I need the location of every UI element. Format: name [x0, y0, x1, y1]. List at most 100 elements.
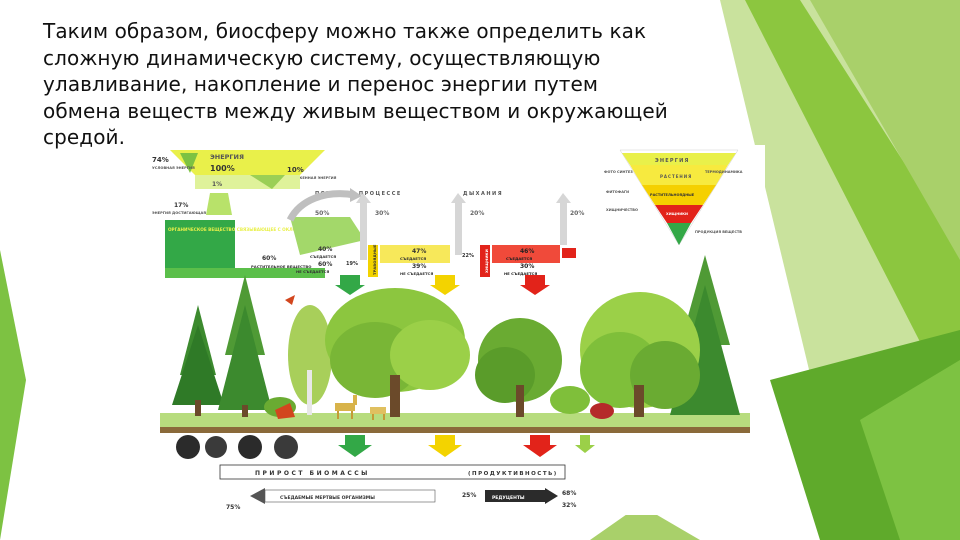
- deco-triangle-mid: [745, 0, 960, 420]
- loss-arrow-50: [286, 190, 356, 222]
- energy-top-band: [170, 150, 325, 175]
- reducers-label: РЕДУЦЕНТЫ: [492, 495, 525, 501]
- paragraph-line: сложную динамическую систему, осуществля…: [43, 45, 601, 70]
- pred-side-label: ХИЩНИКИ: [484, 249, 489, 273]
- bottom-pct-75: 75%: [226, 504, 240, 511]
- herb-not-eaten: НЕ СЪЕДАЕТСЯ: [400, 271, 433, 276]
- biosphere-energy-figure: ЭНЕРГИЯ 100% 74% УСЛОВНАЯ ЭНЕРГИЯ 10% ОТ…: [150, 145, 765, 515]
- pred-tail-box: [562, 248, 576, 258]
- plant-pct-60b: 60%: [318, 261, 332, 268]
- bottom-pct-25: 25%: [462, 492, 476, 499]
- pred-pct-46: 46%: [520, 248, 534, 255]
- pyramid-level-1: [630, 165, 728, 185]
- pred-eaten: СЪЕДАЕТСЯ: [506, 256, 532, 261]
- loss-50: 50%: [315, 210, 329, 217]
- plant-eaten: СЪЕДАЕТСЯ: [310, 254, 336, 259]
- deco-triangle-accent: [860, 360, 960, 540]
- plant-caption: РАСТИТЕЛЬНОЕ ВЕЩЕСТВО: [251, 264, 312, 269]
- deco-left-sliver: [0, 250, 26, 540]
- organic-matter-box: [165, 220, 235, 268]
- pyramid-level-2: [642, 185, 716, 205]
- energy-left-notch: [180, 153, 198, 173]
- pyramid-level-1-label: РАСТЕНИЯ: [660, 174, 692, 179]
- energy-left-caption: УСЛОВНАЯ ЭНЕРГИЯ: [152, 166, 195, 170]
- loss-column-20b: [560, 200, 567, 245]
- soil-organisms: [176, 435, 298, 459]
- loss-arrowhead-50: [350, 188, 362, 202]
- pyramid-right-1: ТЕРМОДИНАМИКА: [705, 170, 743, 174]
- pred-down-arrow: [520, 275, 550, 295]
- pred-side-bar: [480, 245, 490, 277]
- reducers-box: [485, 490, 545, 502]
- pred-pct-30: 30%: [520, 263, 534, 270]
- loss-arrowhead-20a: [451, 193, 466, 203]
- plant-down-arrow: [335, 275, 365, 295]
- herb-side-label: ТРАВОЯДНЫЕ: [372, 244, 377, 275]
- organic-matter-label: ОРГАНИЧЕСКОЕ ВЕЩЕСТВО СВЯЗЫВАЮЩЕЕ С ОКЛО…: [168, 227, 340, 232]
- pred-not-eaten: НЕ СЪЕДАЕТСЯ: [504, 271, 537, 276]
- energy-mid-band: [195, 175, 300, 189]
- tree-birch: [288, 305, 332, 415]
- energy-total-pct: 100%: [210, 164, 235, 173]
- tree-conifer-tall: [218, 275, 272, 417]
- dead-organisms-arrowhead: [250, 488, 265, 504]
- paragraph-line: Таким образом, биосферу можно также опре…: [43, 19, 647, 43]
- deco-bottom-triangle: [590, 505, 700, 540]
- productivity-label: (ПРОДУКТИВНОСТЬ): [468, 471, 558, 477]
- paragraph-line: обмена веществ между живым веществом и о…: [43, 98, 668, 123]
- growth-arrow-small: [575, 435, 595, 453]
- herb-pct-19: 19%: [346, 261, 358, 267]
- pyramid-level-3: [655, 205, 703, 223]
- energy-right-pct: 10%: [287, 166, 304, 174]
- loss-column-30: [360, 200, 367, 260]
- tree-deciduous-center: [325, 288, 470, 417]
- body-paragraph: Таким образом, биосферу можно также опре…: [43, 18, 703, 151]
- pyramid-title: ЭНЕРГИЯ: [655, 158, 690, 164]
- herb-side-bar: [368, 245, 378, 277]
- pyramid-title-band: [622, 153, 736, 165]
- losses-header-2: ДЫХАНИЯ: [463, 191, 503, 197]
- dead-organisms-label: СЪЕДАЕМЫЕ МЕРТВЫЕ ОРГАНИЗМЫ: [280, 495, 375, 501]
- tree-conifer-left: [172, 305, 224, 416]
- tree-deciduous-right: [475, 318, 562, 417]
- ground-grass: [160, 413, 750, 427]
- reducers-arrowhead: [545, 488, 558, 504]
- bottom-pct-68: 68%: [562, 490, 576, 497]
- paragraph-line: улавливание, накопление и перенос энерги…: [43, 72, 599, 97]
- pyramid-level-2-label: РАСТИТЕЛЬНОЯДНЫЕ: [650, 193, 695, 197]
- growth-arrow-yellow: [428, 435, 462, 457]
- biomass-bar: [219, 464, 566, 480]
- deer-pair: [335, 395, 386, 420]
- deco-triangle-top: [810, 0, 960, 260]
- loss-column-20a: [455, 200, 462, 255]
- energy-title: ЭНЕРГИЯ: [210, 153, 244, 161]
- plant-flow-band: [165, 268, 325, 278]
- growth-arrow-green: [338, 435, 372, 457]
- paragraph-line: средой.: [43, 125, 126, 150]
- herb-eaten: СЪЕДАЕТСЯ: [400, 256, 426, 261]
- herb-down-arrow: [430, 275, 460, 295]
- loss-arrowhead-30: [356, 193, 371, 203]
- herb-pct-39: 39%: [412, 263, 426, 270]
- herb-eaten-band: [380, 245, 450, 263]
- pred-eaten-band: [492, 245, 560, 263]
- energy-left-pct: 74%: [152, 156, 169, 164]
- loss-arrowhead-20b: [556, 193, 571, 203]
- loss-20b: 20%: [570, 210, 584, 217]
- ground-soil: [160, 427, 750, 433]
- pyramid-right-bottom: ПРОДУКЦИЯ ВЕЩЕСТВ: [695, 230, 742, 234]
- growth-arrow-red: [523, 435, 557, 457]
- energy-funnel: [206, 193, 232, 215]
- bottom-pct-32: 32%: [562, 502, 576, 509]
- plant-flow-arrow: [290, 217, 365, 255]
- energy-usable-caption: ЭНЕРГИЯ ДОСТИГАЮЩАЯ ЗЕМЛИ: [152, 211, 222, 215]
- red-bird: [285, 295, 295, 305]
- plant-not-eaten: НЕ СЪЕДАЕТСЯ: [296, 269, 329, 274]
- loss-20a: 20%: [470, 210, 484, 217]
- pyramid-left-1: ФОТО СИНТЕЗ: [604, 170, 633, 174]
- bear: [590, 403, 614, 419]
- biomass-label: ПРИРОСТ БИОМАССЫ: [255, 470, 370, 477]
- fox: [275, 403, 295, 419]
